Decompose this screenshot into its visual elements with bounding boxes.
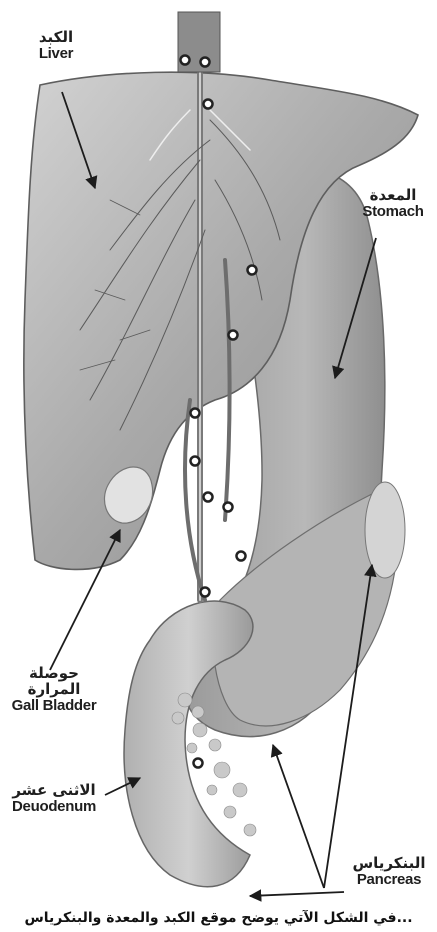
stomach-label-ar: المعدة (357, 188, 429, 204)
gall-bladder-label-en: Gall Bladder (4, 698, 104, 714)
liver-label-en: Liver (28, 46, 84, 62)
duodenum-label: الاثنى عشر Deuodenum (8, 783, 100, 815)
gall-bladder-label-ar: حوصلة المرارة (4, 666, 104, 698)
pancreas-label-ar: البنكرياس (345, 856, 433, 872)
liver-label-ar: الكبد (28, 30, 84, 46)
pancreas-label: البنكرياس Pancreas (345, 856, 433, 888)
liver-label: الكبد Liver (28, 30, 84, 62)
spleen-tip (365, 482, 405, 578)
duodenum-label-en: Deuodenum (8, 799, 100, 815)
stomach-label: المعدة Stomach (357, 188, 429, 220)
duodenum-label-ar: الاثنى عشر (8, 783, 100, 799)
duodenum-shape (124, 601, 253, 887)
pancreas-label-en: Pancreas (345, 872, 433, 888)
gall-bladder-label: حوصلة المرارة Gall Bladder (4, 666, 104, 713)
figure-caption: ...في الشكل الآتي يوضح موقع الكبد والمعد… (0, 910, 437, 932)
stomach-label-en: Stomach (357, 204, 429, 220)
